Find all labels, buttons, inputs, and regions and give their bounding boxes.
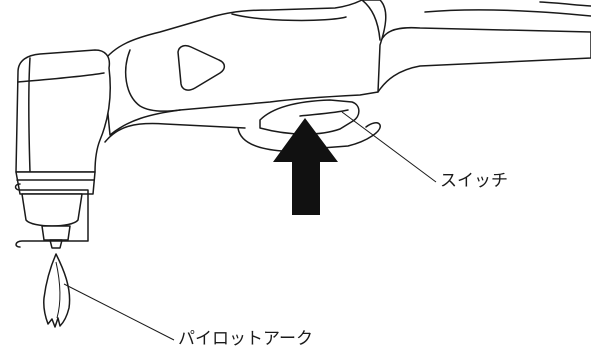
trigger-guard — [237, 122, 381, 152]
pilot-arc-leader-line — [63, 283, 175, 341]
body-highlight-line — [231, 13, 347, 22]
rear-grip — [374, 26, 591, 93]
up-arrow-icon — [273, 118, 338, 215]
switch-label: スイッチ — [440, 171, 508, 191]
body-top-curve — [361, 0, 381, 41]
switch-leader-line — [341, 111, 437, 183]
nozzle-tip — [41, 225, 71, 241]
body-bottom-line — [104, 122, 246, 143]
front-housing-panel — [124, 49, 181, 112]
collar-band — [15, 171, 96, 195]
pilot-arc-label: パイロットアーク — [178, 329, 313, 349]
flame-core — [55, 261, 61, 319]
electrode-tip — [49, 239, 63, 249]
top-right-edge-2 — [539, 1, 591, 7]
standoff-bracket — [14, 183, 89, 248]
shield-cup — [21, 193, 83, 227]
top-right-edge — [424, 9, 591, 17]
head-inner-edge — [28, 57, 31, 173]
pilot-arc-flame — [43, 253, 71, 328]
head-cap-line — [17, 72, 105, 83]
triangle-mark-icon — [177, 44, 226, 91]
trigger-inner-line — [299, 109, 349, 117]
